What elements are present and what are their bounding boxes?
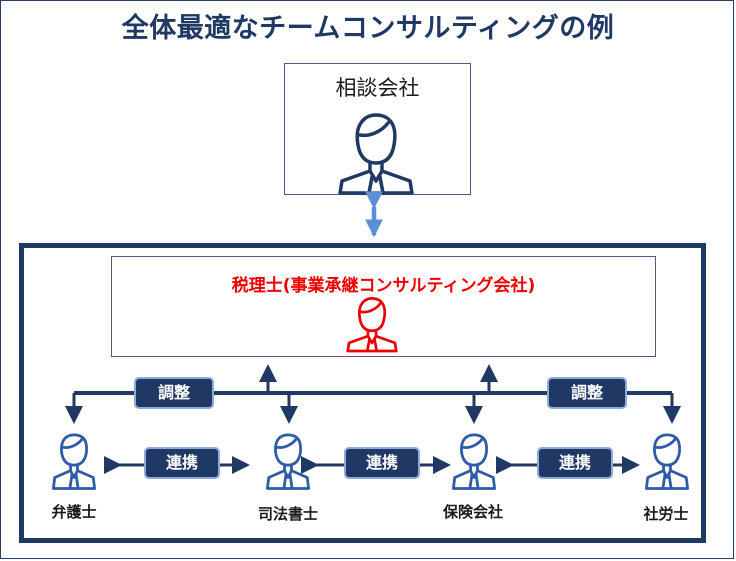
professional-label-insurance: 保険会社 (442, 503, 503, 521)
team-frame (19, 243, 706, 543)
client-company-label: 相談会社 (335, 76, 420, 100)
adjust-badge-left: 調整 (134, 377, 214, 409)
person-icon (266, 433, 310, 490)
adjust-badge-right: 調整 (547, 377, 627, 409)
coop-badge-3: 連携 (537, 447, 613, 479)
person-icon (52, 433, 96, 490)
person-icon (338, 113, 414, 195)
professional-label-lawyer: 弁護士 (51, 503, 97, 521)
professional-label-scrivener: 司法書士 (257, 505, 318, 523)
person-icon (645, 433, 689, 490)
professional-label-labor-consultant: 社労士 (643, 505, 689, 523)
person-icon (346, 296, 398, 353)
page-title: 全体最適なチームコンサルティングの例 (121, 13, 615, 44)
tax-accountant-label: 税理士(事業承継コンサルティング会社) (231, 276, 536, 296)
person-icon (452, 433, 496, 490)
client-company-box: 相談会社 (284, 63, 471, 195)
tax-accountant-box: 税理士(事業承継コンサルティング会社) (111, 256, 656, 357)
coop-badge-1: 連携 (144, 447, 220, 479)
coop-badge-2: 連携 (344, 447, 420, 479)
